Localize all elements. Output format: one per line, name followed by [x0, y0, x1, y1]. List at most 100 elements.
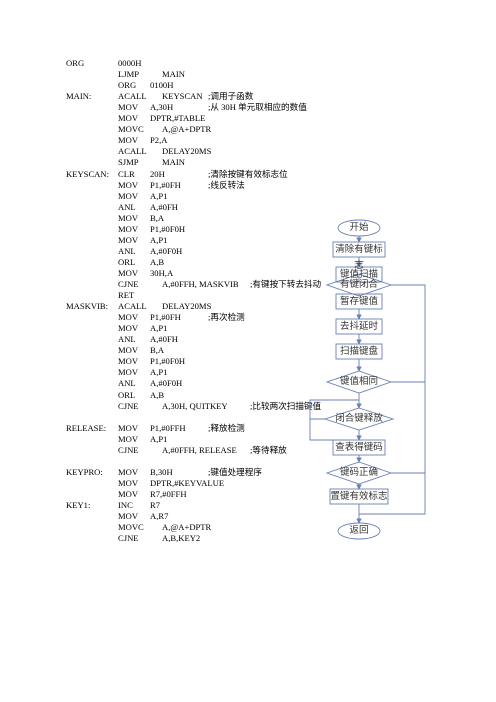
code-mnemonic: INC [118, 500, 133, 510]
code-mnemonic: MOV [118, 488, 139, 499]
code-mnemonic: ACALL [118, 146, 147, 157]
code-mnemonic: MOVC [118, 522, 144, 533]
code-mnemonic: MOV [118, 323, 139, 334]
code-operand: A,#0F0H [150, 378, 183, 389]
code-mnemonic: MOV [118, 356, 139, 367]
code-label: ORG [66, 58, 85, 68]
code-operand: B,30H [150, 466, 173, 477]
code-operand: KEYSCAN [162, 91, 203, 102]
code-comment: ;比较两次扫描键值 [250, 400, 322, 411]
clear-flag-label: 清除有键标志 [335, 244, 383, 271]
code-comment: ;从 30H 单元取相应的数值 [208, 102, 307, 113]
code-mnemonic: ORG [118, 80, 137, 91]
code-comment: ;线反转法 [208, 179, 245, 190]
code-operand: P2,A [150, 135, 168, 146]
code-comment: ;释放检测 [208, 422, 245, 433]
lookup-code-label: 查表得键码 [335, 442, 383, 453]
code-mnemonic: MOV [118, 312, 139, 323]
code-label: MASKVIB: [66, 301, 109, 312]
code-operand: A,B [150, 389, 165, 400]
scan-key-label: 扫描键盘 [339, 346, 378, 357]
code-mnemonic: MOV [118, 190, 139, 201]
code-mnemonic: MOV [118, 223, 139, 234]
code-operand: A,P1 [150, 367, 168, 378]
code-operand: 0100H [150, 80, 174, 91]
code-label: KEYSCAN: [66, 168, 109, 179]
code-operand: A,@A+DPTR [162, 522, 212, 533]
code-operand: A,#0FH [150, 334, 178, 345]
code-mnemonic: MOV [118, 477, 139, 488]
code-mnemonic: MOV [118, 102, 139, 113]
code-mnemonic: CJNE [118, 444, 139, 455]
code-mnemonic: MOV [118, 179, 139, 190]
code-operand: 30H,A [150, 267, 174, 278]
code-operand: A,30H [150, 102, 174, 113]
code-comment: ;键值处理程序 [208, 466, 262, 477]
code-mnemonic: MOVC [118, 124, 144, 135]
code-mnemonic: MOV [118, 345, 139, 356]
code-label: KEY1: [66, 500, 91, 510]
code-comment: ;调用子函数 [208, 91, 254, 102]
code-operand: P1,#0FH [150, 312, 181, 323]
code-mnemonic: ANL [118, 201, 136, 212]
code-mnemonic: ACALL [118, 301, 147, 312]
code-mnemonic: CJNE [118, 279, 139, 289]
code-operand: A,@A+DPTR [162, 124, 212, 135]
code-operand: A,30H, QUITKEY [162, 400, 228, 411]
code-mnemonic: MOV [118, 234, 139, 245]
flowchart-lines [309, 219, 426, 540]
flowchart: 开始 清除有键标志 键值扫描 有键闭合 暂存键值 去抖延时 扫描键盘 键值相同 … [300, 212, 440, 542]
code-mnemonic: MOV [118, 135, 139, 146]
key-release-label: 闭合键释放 [335, 413, 383, 424]
code-operand: B,A [150, 212, 165, 223]
save-key-label: 暂存键值 [339, 296, 378, 307]
code-mnemonic: MOV [118, 422, 139, 433]
code-comment: ;清除按键有效标志位 [208, 168, 288, 179]
set-flag-label: 置键有效标志 [330, 491, 388, 502]
code-mnemonic: ORL [118, 256, 136, 267]
code-operand: B,A [150, 345, 165, 356]
debounce-label: 去抖延时 [339, 321, 378, 332]
code-operand: P1,#0F0H [150, 356, 186, 367]
code-operand: A,#0F0H [150, 245, 183, 256]
code-mnemonic: ACALL [118, 91, 147, 102]
key-same-label: 键值相同 [339, 376, 378, 387]
code-operand: A,P1 [150, 433, 168, 444]
code-comment: ;有键按下转去抖动 [250, 279, 322, 289]
code-mnemonic: MOV [118, 433, 139, 444]
code-mnemonic: MOV [118, 113, 139, 124]
code-operand: A,P1 [150, 323, 168, 334]
code-comment: ;再次检测 [208, 312, 245, 323]
code-operand: A,#0FFH, RELEASE [162, 444, 237, 455]
code-mnemonic: ANL [118, 334, 136, 345]
code-operand: R7 [150, 500, 161, 510]
key-closed-label: 有键闭合 [339, 279, 378, 290]
code-operand: A,R7 [150, 511, 169, 522]
code-mnemonic: MOV [118, 466, 139, 477]
code-comment: ;等待释放 [250, 444, 287, 455]
code-mnemonic: MOV [118, 367, 139, 378]
code-operand: DPTR,#TABLE [150, 113, 206, 124]
code-mnemonic: CJNE [118, 533, 139, 544]
code-label: RELEASE: [66, 422, 107, 433]
code-operand: R7,#0FFH [150, 488, 187, 499]
key-scan-label: 键值扫描 [339, 269, 378, 280]
code-mnemonic: 0000H [118, 58, 142, 68]
code-operand: A,P1 [150, 234, 168, 245]
code-operand: DELAY20MS [162, 301, 212, 312]
code-operand: MAIN [162, 69, 185, 80]
code-operand: 20H [150, 168, 165, 179]
code-operand: DPTR,#KEYVALUE [150, 477, 225, 488]
code-operand: P1,#0F0H [150, 223, 186, 234]
code-operand: MAIN [162, 157, 185, 168]
code-label: KEYPRO: [66, 466, 103, 477]
code-label: MAIN: [66, 91, 92, 102]
code-mnemonic: MOV [118, 267, 139, 278]
code-mnemonic: CLR [118, 168, 135, 179]
code-mnemonic: MOV [118, 511, 139, 522]
code-mnemonic: CJNE [118, 400, 139, 411]
code-mnemonic: LJMP [118, 69, 140, 80]
code-mnemonic: ANL [118, 378, 136, 389]
code-operand: A,P1 [150, 190, 168, 201]
return-label: 返回 [349, 525, 369, 536]
